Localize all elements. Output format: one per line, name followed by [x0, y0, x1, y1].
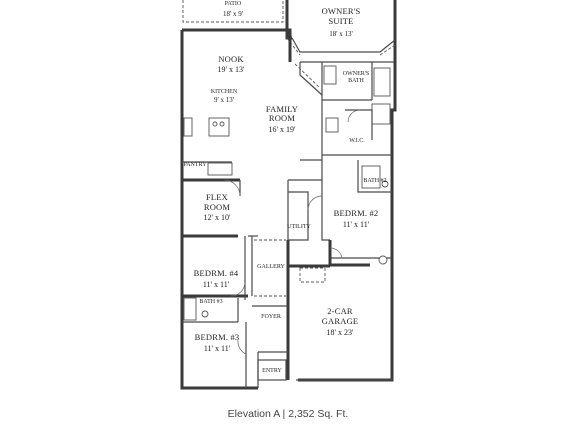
bath3-label: BATH #3	[199, 299, 222, 305]
garage-label-2: GARAGE	[322, 316, 359, 326]
room-labels: PATIO 18' x 9' OWNER'S SUITE 18' x 13' N…	[183, 1, 386, 374]
garage-label-1: 2-CAR	[327, 306, 353, 316]
sink-icon-2	[219, 121, 225, 127]
nook-dim: 19' x 13'	[218, 65, 245, 74]
owners-suite-label-2: SUITE	[328, 16, 353, 26]
family-room-label-1: FAMILY	[266, 104, 298, 114]
pantry-label: PANTRY	[183, 162, 207, 168]
foyer-label: FOYER	[261, 314, 281, 320]
gallery-label: GALLERY	[257, 264, 285, 270]
garage-dim: 18' x 23'	[327, 328, 354, 337]
bedroom3-dim: 11' x 11'	[204, 344, 231, 353]
utility-label: UTILITY	[287, 224, 311, 230]
kitchen-label: KITCHEN	[211, 89, 238, 95]
bedroom2-dim: 11' x 11'	[343, 220, 370, 229]
wic-label: W.I.C.	[349, 138, 365, 144]
entry-porch	[257, 359, 287, 381]
bath2-toilet	[381, 180, 389, 188]
patio-label: PATIO	[225, 1, 242, 7]
door-swings	[223, 179, 343, 355]
owners-bath-label-2: BATH	[348, 78, 364, 84]
vanity	[371, 103, 391, 125]
owners-bath-label-1: OWNER'S	[343, 71, 369, 77]
flex-room-label-2: ROOM	[204, 202, 231, 212]
bath3-tub	[183, 297, 197, 321]
bath2-tub	[361, 165, 381, 189]
bathtub	[373, 67, 391, 97]
patio-dim: 18' x 9'	[223, 10, 243, 18]
flex-room-dim: 12' x 10'	[204, 213, 231, 222]
kitchen-island	[208, 117, 230, 137]
bedroom3-label: BEDRM. #3	[195, 332, 240, 342]
owners-suite-dim: 18' x 13'	[329, 30, 353, 38]
toilet-enclosure	[325, 117, 339, 133]
counter-left	[183, 117, 193, 137]
kitchen-dim: 9' x 13'	[214, 96, 234, 104]
nook-label: NOOK	[218, 54, 244, 64]
owners-bath-walls	[321, 62, 392, 160]
pantry-shelf	[207, 162, 233, 176]
bedroom4-label: BEDRM. #4	[194, 268, 239, 278]
shower	[323, 65, 337, 85]
family-room-dim: 16' x 19'	[269, 125, 296, 134]
bedroom4-dim: 11' x 11'	[203, 280, 230, 289]
patio-area	[182, 0, 284, 23]
water-heater	[378, 255, 388, 265]
sink-icon	[212, 121, 218, 127]
entry-label: ENTRY	[262, 368, 282, 374]
family-room-label-2: ROOM	[269, 113, 296, 123]
plan-caption: Elevation A | 2,352 Sq. Ft.	[227, 408, 349, 420]
owners-suite-label-1: OWNER'S	[322, 6, 361, 16]
bedroom2-label: BEDRM. #2	[334, 208, 379, 218]
bath3-toilet	[201, 310, 209, 318]
flex-room-label-1: FLEX	[206, 192, 228, 202]
bath2-label: BATH #2	[363, 178, 386, 184]
interior-walls	[182, 62, 392, 390]
